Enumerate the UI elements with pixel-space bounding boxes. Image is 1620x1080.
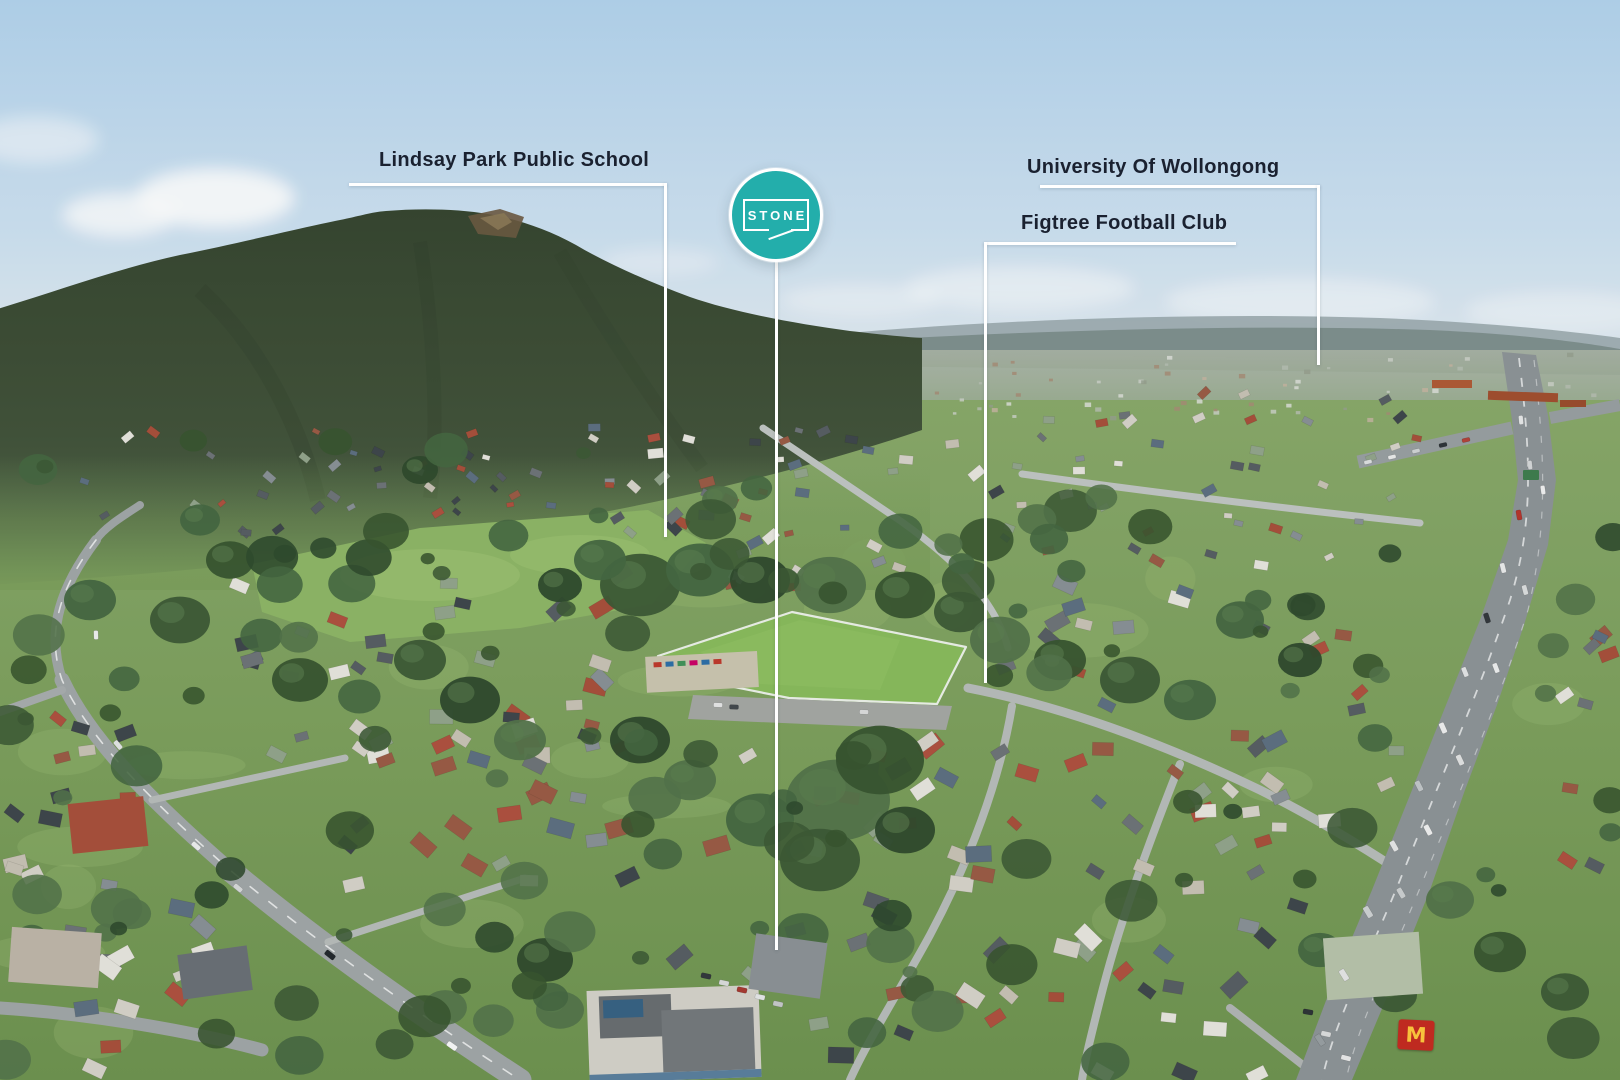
mcdonalds-sign: M xyxy=(1397,1019,1435,1051)
leader-line-school-horizontal xyxy=(349,183,667,186)
leader-line-university-horizontal xyxy=(1040,185,1320,188)
commercial-building xyxy=(586,984,762,1080)
stone-logo-speech-bubble: STONE xyxy=(743,199,809,241)
stone-logo-badge: STONE xyxy=(729,168,823,262)
leader-line-football-vertical xyxy=(984,242,987,683)
mcdonalds-building xyxy=(1322,931,1424,1001)
leader-line-property-vertical xyxy=(775,258,778,950)
leader-line-school-vertical xyxy=(664,183,667,537)
cars-layer xyxy=(93,415,1546,1062)
buildings xyxy=(8,380,1586,1080)
stone-logo-text: STONE xyxy=(747,207,808,223)
highway xyxy=(1296,352,1620,1080)
label-figtree-football-club: Figtree Football Club xyxy=(1021,212,1228,234)
leader-line-university-vertical xyxy=(1317,185,1320,365)
trees-layer xyxy=(0,428,1620,1080)
label-lindsay-park-public-school: Lindsay Park Public School xyxy=(379,149,650,171)
stone-logo-bubble-gap xyxy=(769,229,791,231)
mcdonalds-arches-icon: M xyxy=(1404,1021,1428,1048)
label-university-of-wollongong: University Of Wollongong xyxy=(1027,156,1280,178)
clouds xyxy=(0,116,1620,332)
leader-line-football-horizontal xyxy=(984,242,1236,245)
